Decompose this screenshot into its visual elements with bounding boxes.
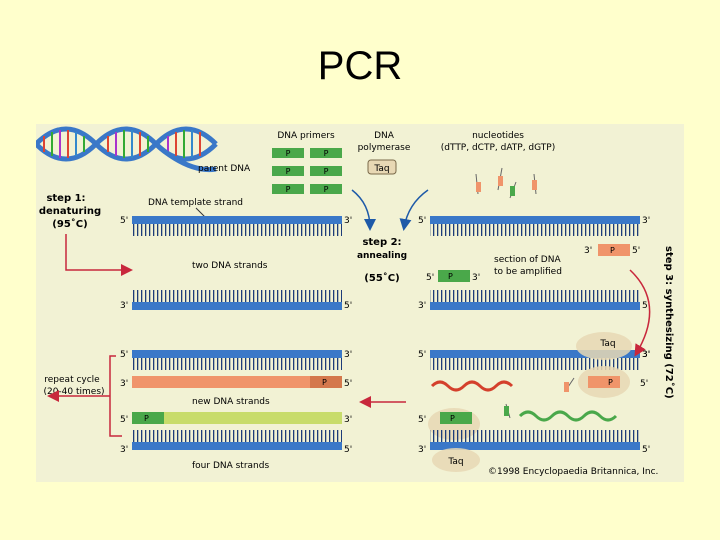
step3-arrow	[629, 269, 651, 357]
svg-text:5': 5'	[120, 350, 128, 360]
nucleotide-chain-green	[518, 410, 618, 422]
template-strand-top-right	[430, 216, 640, 224]
taq-lower	[432, 448, 480, 472]
svg-text:5': 5'	[426, 273, 434, 283]
svg-text:5': 5'	[120, 415, 128, 425]
lower-strand-4	[132, 442, 342, 450]
step3-label: step 3: synthesizing (72˚C)	[663, 246, 675, 399]
parent-dna-helix	[34, 126, 218, 172]
svg-text:3': 3'	[642, 350, 650, 360]
step1-name: denaturing	[39, 206, 101, 217]
step2-name: annealing	[357, 251, 407, 261]
svg-text:3': 3'	[418, 301, 426, 311]
svg-text:P: P	[286, 185, 291, 194]
repeat-label-2: (20-40 times)	[43, 387, 104, 397]
svg-text:5': 5'	[344, 445, 352, 455]
new-strands-label: new DNA strands	[192, 397, 270, 407]
svg-text:P: P	[324, 149, 329, 158]
svg-text:5': 5'	[418, 216, 426, 226]
svg-text:5': 5'	[120, 216, 128, 226]
template-strand-mid-right	[430, 302, 640, 310]
section-label-1: section of DNA	[494, 255, 561, 265]
svg-text:P: P	[324, 185, 329, 194]
new-strand-green	[132, 412, 342, 424]
svg-text:Taq: Taq	[599, 339, 615, 349]
svg-text:P: P	[450, 414, 455, 423]
svg-text:3': 3'	[418, 445, 426, 455]
section-label-2: to be amplified	[494, 267, 562, 277]
polymerase-arrow-left	[351, 189, 376, 231]
step1-label: step 1:	[46, 193, 85, 204]
svg-text:3': 3'	[344, 415, 352, 425]
svg-text:5': 5'	[642, 445, 650, 455]
svg-text:3': 3'	[344, 216, 352, 226]
step1-temp: (95˚C)	[52, 218, 87, 230]
svg-text:3': 3'	[642, 216, 650, 226]
template-strand-top-left	[132, 216, 342, 224]
dna-primers-grid: P P P P P P	[272, 148, 342, 194]
template-strand-label: DNA template strand	[148, 198, 243, 208]
svg-text:5': 5'	[640, 379, 648, 389]
svg-text:3': 3'	[344, 350, 352, 360]
svg-text:P: P	[286, 149, 291, 158]
svg-text:P: P	[324, 167, 329, 176]
new-strand-orange	[132, 376, 342, 388]
step1-arrow	[65, 234, 133, 276]
svg-text:3': 3'	[642, 350, 650, 360]
svg-text:3': 3'	[584, 246, 592, 256]
svg-text:5': 5'	[418, 415, 426, 425]
two-strands-label: two DNA strands	[192, 261, 268, 271]
step2-temp: (55˚C)	[364, 272, 399, 284]
svg-text:P: P	[144, 414, 149, 423]
taq-enzyme	[367, 159, 397, 175]
lower-strand-1	[132, 350, 342, 358]
svg-text:Taq: Taq	[373, 164, 389, 174]
nucleotides-icon	[475, 167, 537, 199]
dna-polymerase-label-1: DNA	[374, 131, 395, 141]
template-strand-mid-left	[132, 302, 342, 310]
svg-text:5': 5'	[344, 301, 352, 311]
svg-text:3': 3'	[120, 445, 128, 455]
svg-text:P: P	[322, 378, 327, 387]
dna-polymerase-label-2: polymerase	[358, 143, 411, 153]
nucleotides-label-1: nucleotides	[472, 131, 524, 141]
pcr-diagram: DNA primers DNA polymerase nucleotides (…	[34, 124, 684, 482]
nucleotides-label-2: (dTTP, dCTP, dATP, dGTP)	[441, 143, 555, 153]
polymerase-arrow-right	[399, 189, 429, 231]
four-strands-label: four DNA strands	[192, 461, 269, 471]
primer-annealed-right	[598, 244, 630, 256]
primer-extending-orange	[588, 376, 620, 388]
svg-text:5': 5'	[418, 350, 426, 360]
copyright: ©1998 Encyclopaedia Britannica, Inc.	[488, 467, 658, 477]
svg-text:5': 5'	[344, 379, 352, 389]
svg-text:3': 3'	[472, 273, 480, 283]
primer-annealed-left	[438, 270, 470, 282]
taq-upper	[576, 332, 632, 360]
svg-text:3': 3'	[120, 301, 128, 311]
slide-title: PCR	[317, 44, 403, 88]
svg-text:3': 3'	[120, 379, 128, 389]
svg-text:5': 5'	[642, 301, 650, 311]
nucleotide-chain-red	[430, 380, 514, 392]
svg-text:Taq: Taq	[447, 457, 463, 467]
dna-primers-label: DNA primers	[277, 131, 335, 141]
svg-text:P: P	[448, 272, 453, 281]
step2-label: step 2:	[362, 237, 401, 248]
repeat-label-1: repeat cycle	[44, 375, 100, 385]
svg-text:5': 5'	[632, 246, 640, 256]
parent-dna-label: parent DNA	[198, 164, 251, 174]
svg-text:P: P	[286, 167, 291, 176]
svg-text:P: P	[608, 378, 613, 387]
svg-text:P: P	[610, 246, 615, 255]
primer-extending-green	[440, 412, 472, 424]
